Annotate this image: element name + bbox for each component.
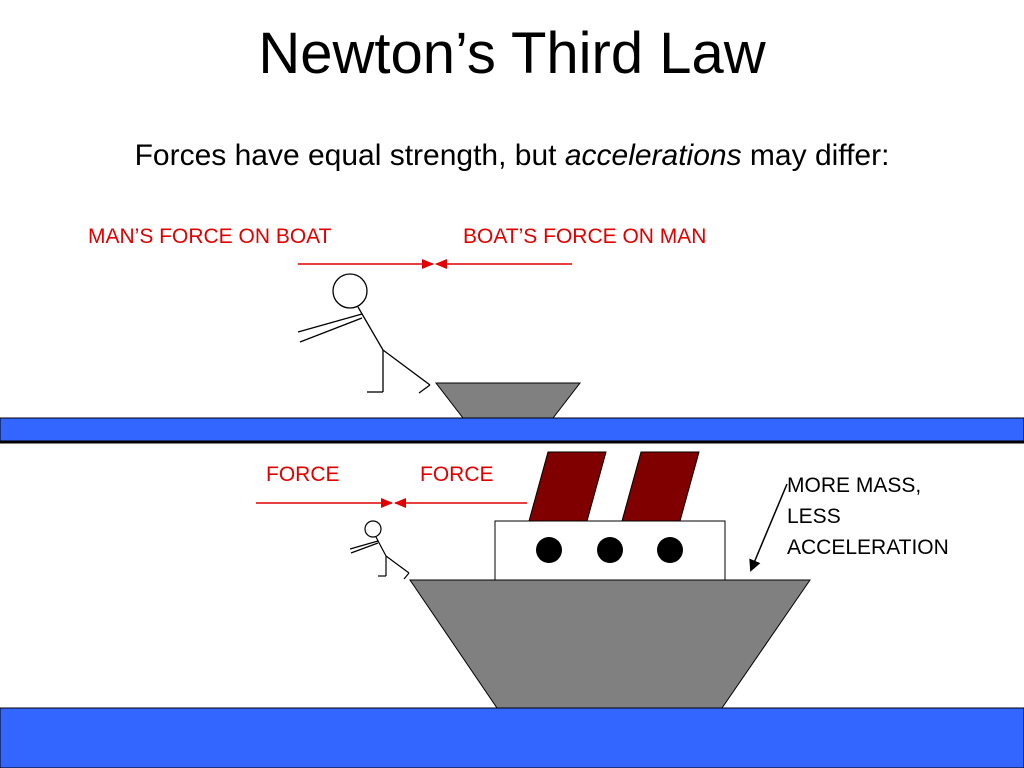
top-water	[0, 417, 1024, 442]
porthole-2	[597, 537, 623, 563]
subtitle-text-start: Forces have equal strength, but	[134, 139, 565, 172]
man-head	[332, 273, 368, 309]
note-pointer-arrow	[749, 483, 788, 572]
stick-figure-small-man	[349, 520, 410, 580]
ship-funnel-left	[528, 451, 607, 522]
man-body	[357, 306, 384, 351]
label-force-on-small-man: FORCE	[420, 463, 494, 486]
small-man-body	[375, 536, 387, 557]
large-ship-hull	[409, 579, 811, 709]
man-leg-front	[382, 349, 431, 386]
label-force-on-big-boat: FORCE	[266, 463, 340, 486]
mass-acceleration-note: MORE MASS, LESS ACCELERATION	[787, 470, 949, 563]
label-boats-force-on-man: BOAT’S FORCE ON MAN	[463, 225, 707, 248]
porthole-1	[536, 537, 562, 563]
porthole-3	[657, 537, 683, 563]
subtitle-text-end: may differ:	[741, 139, 890, 172]
note-line-2: LESS	[787, 505, 841, 528]
bottom-water	[0, 707, 1024, 768]
small-man-head	[364, 520, 382, 538]
label-mans-force-on-boat: MAN’S FORCE ON BOAT	[88, 225, 332, 248]
small-boat-hull	[434, 382, 582, 419]
ship-funnel-right	[621, 451, 700, 522]
note-line-3: ACCELERATION	[787, 536, 949, 559]
slide-title: Newton’s Third Law	[258, 21, 766, 86]
note-line-1: MORE MASS,	[787, 474, 922, 497]
man-foot-front	[418, 384, 431, 394]
subtitle-emphasis: accelerations	[564, 139, 742, 172]
man-arm-upper	[297, 313, 363, 333]
stick-figure-man	[297, 273, 431, 394]
small-man-arm-upper	[349, 540, 379, 550]
small-man-foot-front	[403, 572, 410, 580]
small-man-arm-lower	[350, 542, 379, 554]
slide-subtitle: Forces have equal strength, but accelera…	[0, 139, 1024, 173]
man-arm-lower	[299, 317, 363, 343]
small-man-leg-front	[385, 555, 410, 574]
